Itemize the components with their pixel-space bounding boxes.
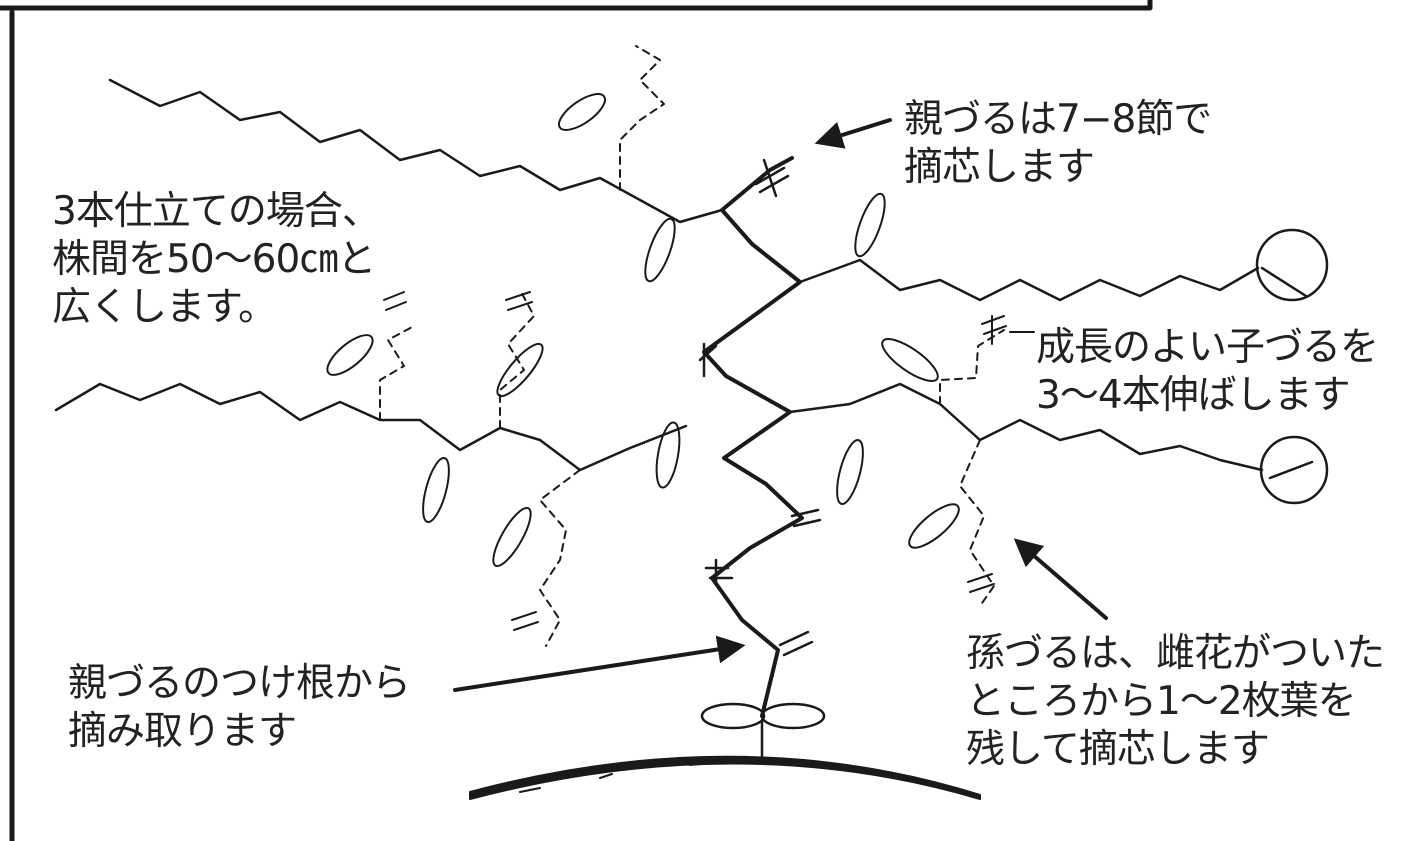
parent-vine xyxy=(702,156,804,718)
child-vine-right-upper xyxy=(798,258,1260,302)
plant-spacing-line1: 3本仕立ての場合、 xyxy=(52,189,381,234)
cut-mark-icon xyxy=(704,558,734,587)
child-vine-line1: 成長のよい子づるを xyxy=(1036,325,1379,370)
soil-texture xyxy=(519,761,901,793)
cut-mark-icon xyxy=(967,573,995,593)
plant-spacing-line2: 株間を50～60㎝と xyxy=(52,237,376,282)
leaf-icon xyxy=(558,93,606,131)
child-vine-label: 成長のよい子づるを 3～4本伸ばします xyxy=(1036,324,1379,420)
top-frame xyxy=(0,0,1153,11)
arrow-icon xyxy=(814,118,892,149)
grandchild-vine xyxy=(379,325,415,421)
female-flower-icon xyxy=(1259,435,1329,505)
parent-vine-pinch-line1: 親づるは7−8節で xyxy=(904,97,1212,142)
leaf-icon xyxy=(422,457,450,523)
grandchild-vine xyxy=(539,469,581,647)
grandchild-vine-line3: 残して摘芯します xyxy=(966,727,1270,772)
root-removal-label: 親づるのつけ根から 摘み取ります xyxy=(68,660,411,756)
leaf-icon xyxy=(644,217,676,283)
grandchild-vine-line1: 孫づるは、雌花がついた xyxy=(966,631,1385,676)
cut-mark-icon xyxy=(981,315,1007,345)
leaf-icon xyxy=(881,338,939,382)
cut-mark-icon xyxy=(790,508,822,528)
parent-vine-pinch-label: 親づるは7−8節で 摘芯します xyxy=(904,96,1212,192)
leaf-icon xyxy=(836,439,864,505)
root-removal-line2: 摘み取ります xyxy=(68,709,297,754)
grandchild-vine xyxy=(959,439,995,607)
leaf-icon xyxy=(854,192,886,258)
child-vine-line2: 3～4本伸ばします xyxy=(1036,373,1351,418)
cut-mark-icon xyxy=(505,291,533,311)
grandchild-vine xyxy=(619,45,665,191)
child-vine-mid-left xyxy=(54,382,688,472)
ground-mound xyxy=(469,755,981,800)
leaf-icon xyxy=(492,506,532,568)
grandchild-vine xyxy=(939,329,1005,405)
plant-spacing-label: 3本仕立ての場合、 株間を50～60㎝と 広くします。 xyxy=(52,188,381,332)
cut-mark-icon xyxy=(698,342,718,378)
child-vine-right-middle xyxy=(788,382,1264,472)
grandchild-vine-line2: ところから1～2枚葉を xyxy=(966,679,1357,724)
female-flower-icon xyxy=(1255,228,1329,302)
leaf-icon xyxy=(908,503,960,549)
cut-mark-icon xyxy=(778,630,814,657)
plant-spacing-line3: 広くします。 xyxy=(52,285,277,330)
leaf-icon xyxy=(655,421,681,489)
cut-mark-icon xyxy=(754,158,790,198)
root-removal-line1: 親づるのつけ根から xyxy=(68,661,411,706)
cut-mark-icon xyxy=(511,611,539,631)
cut-mark-icon xyxy=(383,291,407,311)
arrow-icon xyxy=(453,635,746,692)
parent-vine-pinch-line2: 摘芯します xyxy=(904,145,1095,190)
leaf-icon xyxy=(496,342,544,398)
grandchild-vine-label: 孫づるは、雌花がついた ところから1～2枚葉を 残して摘芯します xyxy=(966,630,1385,774)
leaf-icon xyxy=(326,334,374,376)
arrow-icon xyxy=(1013,538,1108,620)
